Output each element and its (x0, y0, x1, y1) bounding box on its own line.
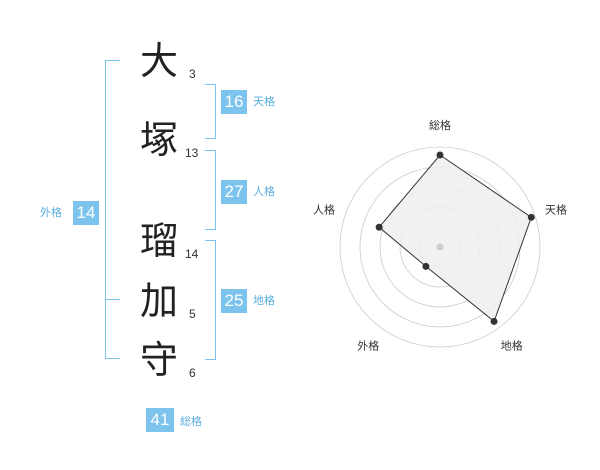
radar-point-3 (490, 317, 498, 325)
radar-polygon (378, 154, 532, 323)
radar-label-1: 総格 (429, 118, 451, 132)
name-char-1: 大 (140, 39, 179, 83)
tenkaku-label: 天格 (253, 95, 275, 108)
radar-label-2: 天格 (545, 202, 567, 216)
gaikaku-bracket-tick (105, 299, 120, 300)
tenkaku-bracket (205, 84, 216, 139)
radar-ring-5 (339, 146, 541, 348)
gaikaku-bracket (105, 60, 120, 359)
radar-point-5 (375, 223, 383, 231)
stroke-count-3: 14 (185, 247, 199, 261)
gaikaku-label: 外格 (40, 206, 62, 219)
radar-label-3: 地格 (501, 339, 523, 353)
jinkaku-bracket (205, 150, 216, 230)
chikaku-value: 25 (221, 289, 247, 313)
soukaku-label: 総格 (180, 415, 202, 428)
name-char-5: 守 (140, 338, 179, 382)
stroke-count-1: 3 (189, 67, 196, 81)
radar-point-1 (436, 151, 444, 159)
radar-point-4 (422, 262, 430, 270)
radar-label-5: 人格 (313, 202, 335, 216)
name-char-3: 瑠 (140, 219, 179, 263)
chikaku-bracket (205, 240, 216, 360)
stroke-count-5: 6 (189, 366, 196, 380)
jinkaku-label: 人格 (253, 185, 275, 198)
stroke-count-4: 5 (189, 307, 196, 321)
tenkaku-value: 16 (221, 90, 247, 114)
radar-point-2 (527, 213, 535, 221)
stroke-count-2: 13 (185, 146, 199, 160)
radar-center-dot (436, 243, 444, 251)
soukaku-value: 41 (146, 408, 174, 432)
name-char-2: 塚 (140, 118, 179, 162)
radar-label-4: 外格 (357, 339, 379, 353)
jinkaku-value: 27 (221, 180, 247, 204)
gaikaku-value: 14 (73, 201, 99, 225)
chikaku-label: 地格 (253, 294, 275, 307)
name-char-4: 加 (140, 279, 179, 323)
